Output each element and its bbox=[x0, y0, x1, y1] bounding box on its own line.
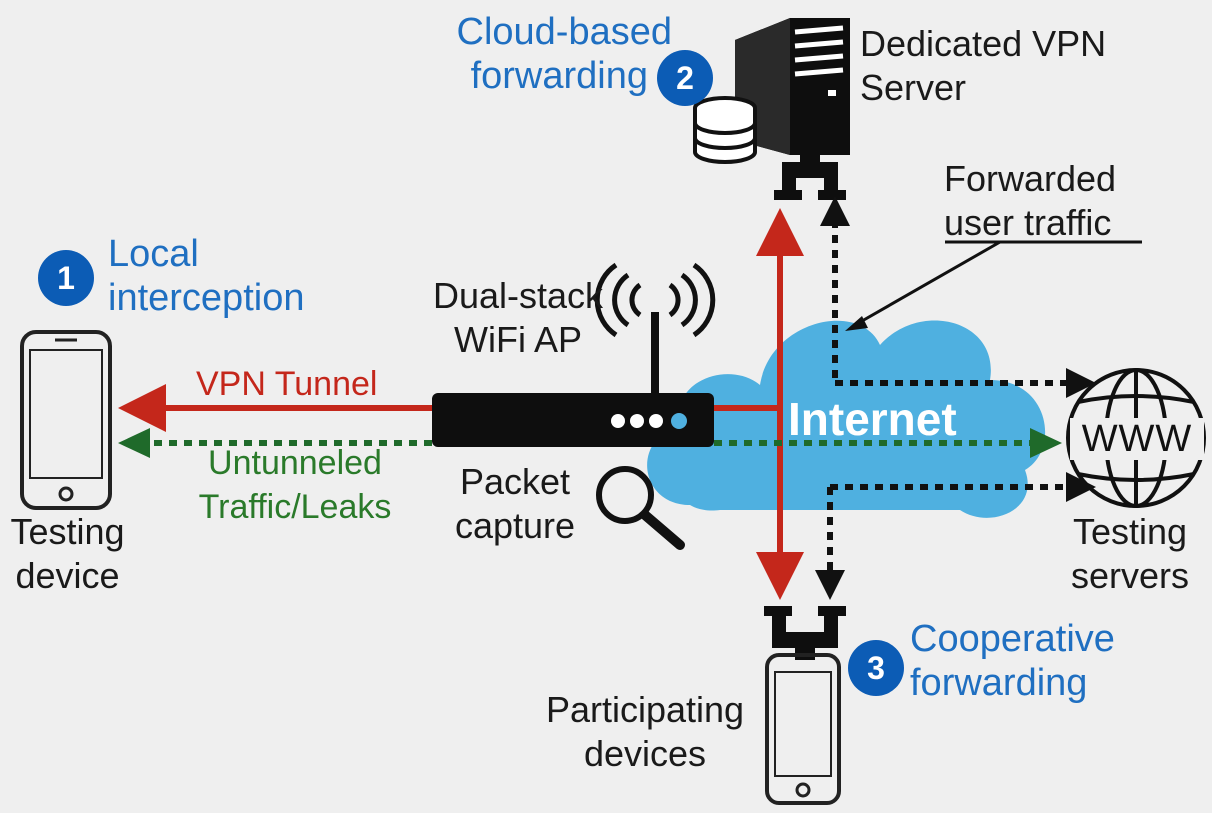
testing-servers-label-line2: servers bbox=[1070, 555, 1190, 596]
testing-device-label: Testing device bbox=[0, 510, 135, 598]
method-1-line2: interception bbox=[108, 277, 305, 319]
server-connector-icon bbox=[774, 150, 846, 200]
participating-devices-label-line1: Participating bbox=[545, 689, 745, 730]
internet-label: Internet bbox=[788, 393, 957, 445]
vpn-server-label-line2: Server bbox=[860, 67, 967, 108]
participant-connector-icon bbox=[764, 606, 846, 660]
forwarded-label-line1: Forwarded bbox=[944, 158, 1117, 199]
method-3-badge: 3 bbox=[848, 640, 904, 696]
testing-device-label-line1: Testing bbox=[10, 511, 125, 552]
globe-label-bg bbox=[1070, 418, 1204, 460]
vpn-server-label-line1: Dedicated VPN bbox=[860, 23, 1107, 64]
participating-device-phone-icon bbox=[765, 653, 841, 805]
wifi-signal-icon bbox=[594, 262, 716, 338]
method-1-label: Local interception bbox=[108, 232, 304, 320]
vpn-server-label: Dedicated VPN Server bbox=[860, 22, 1106, 110]
method-3-label: Cooperative forwarding bbox=[910, 617, 1115, 705]
untunneled-traffic-edge bbox=[118, 428, 1062, 458]
wifi-ap-label-line1: Dual-stack bbox=[432, 275, 604, 316]
packet-capture-label: Packet capture bbox=[440, 460, 590, 548]
method-2-line1: Cloud-based bbox=[456, 11, 672, 53]
forwarded-traffic-edge bbox=[815, 196, 1096, 600]
method-2-badge: 2 bbox=[657, 50, 713, 106]
method-1-badge: 1 bbox=[38, 250, 94, 306]
method-2-line2: forwarding bbox=[470, 55, 648, 97]
vpn-tunnel-label: VPN Tunnel bbox=[196, 365, 378, 403]
participating-devices-label: Participating devices bbox=[530, 688, 760, 776]
method-1-line1: Local bbox=[108, 233, 199, 275]
wifi-ap-router-icon bbox=[432, 312, 714, 447]
magnifier-icon bbox=[596, 466, 685, 550]
vpn-tunnel-edge bbox=[118, 208, 804, 600]
participating-devices-label-line2: devices bbox=[583, 733, 707, 774]
testing-servers-label-line1: Testing bbox=[1072, 511, 1188, 552]
method-3-line2: forwarding bbox=[910, 662, 1088, 704]
testing-servers-label: Testing servers bbox=[1055, 510, 1205, 598]
untunneled-label-line1: Untunneled bbox=[208, 444, 382, 482]
testing-device-phone-icon bbox=[20, 330, 112, 510]
method-3-line1: Cooperative bbox=[910, 618, 1115, 660]
forwarded-traffic-label: Forwarded user traffic bbox=[944, 157, 1116, 245]
packet-capture-label-line2: capture bbox=[454, 505, 576, 546]
database-icon bbox=[693, 96, 757, 164]
testing-device-label-line2: device bbox=[15, 555, 120, 596]
method-2-label: Cloud-based forwarding bbox=[422, 10, 672, 98]
internet-cloud bbox=[647, 320, 1046, 518]
forwarded-label-line2: user traffic bbox=[944, 202, 1112, 243]
www-icon-text: WWW bbox=[1081, 418, 1193, 460]
packet-capture-label-line1: Packet bbox=[459, 461, 571, 502]
wifi-ap-label: Dual-stack WiFi AP bbox=[418, 274, 618, 362]
untunneled-label-line2: Traffic/Leaks bbox=[198, 488, 392, 526]
wifi-ap-label-line2: WiFi AP bbox=[453, 319, 582, 360]
untunneled-label: Untunneled Traffic/Leaks bbox=[180, 441, 410, 529]
forwarded-label-pointer bbox=[845, 240, 1142, 331]
